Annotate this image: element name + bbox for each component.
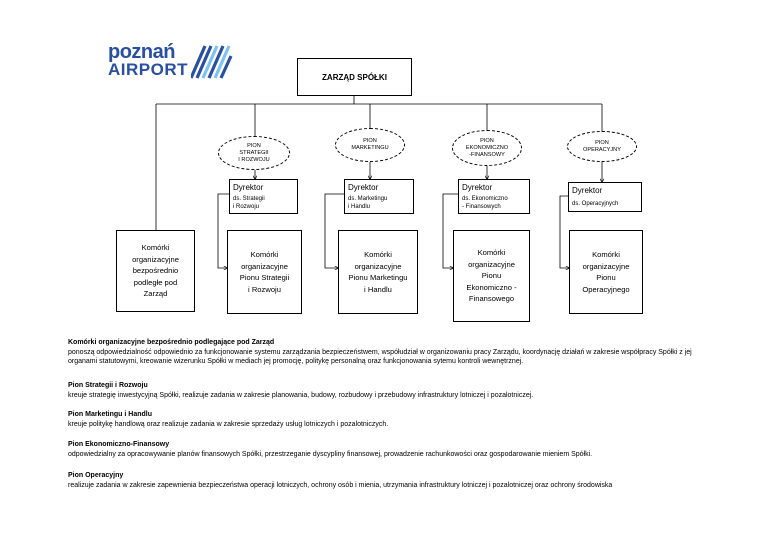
director-subtitle: ds. Marketingu i Handlu	[348, 196, 388, 210]
director-title: Dyrektor	[348, 183, 379, 192]
unit-label: Komórki organizacyjne Pionu Ekonomiczno …	[466, 248, 517, 304]
director-box-strategy: Dyrektor ds. Strategii i Rozwoju	[229, 179, 298, 214]
description-body: kreuje politykę handlową oraz realizuje …	[68, 420, 389, 428]
pillar-ellipse-label: PION STRATEGII I ROZWOJU	[238, 142, 270, 163]
director-title: Dyrektor	[233, 183, 264, 192]
management-board-box: ZARZĄD SPÓŁKI	[297, 58, 412, 96]
logo-stripes-icon	[191, 45, 233, 79]
description-marketing: Pion Marketingu i Handlu kreuje politykę…	[68, 410, 718, 429]
unit-label: Komórki organizacyjne Pionu Strategii i …	[239, 250, 290, 294]
description-heading: Pion Ekonomiczno-Finansowy	[68, 441, 170, 448]
logo-text-line1: poznań	[108, 41, 176, 63]
description-operations: Pion Operacyjny realizuje zadania w zakr…	[68, 471, 718, 490]
logo-text-line2: airport	[108, 60, 188, 79]
pillar-ellipse-label: PION EKONOMICZNO -FINANSOWY	[465, 137, 509, 158]
management-board-label: ZARZĄD SPÓŁKI	[322, 72, 387, 82]
director-title: Dyrektor	[462, 183, 493, 192]
director-box-operations: Dyrektor ds. Operacyjnych	[568, 182, 642, 212]
pillar-ellipse-operations: PION OPERACYJNY	[567, 131, 637, 162]
description-body: realizuje zadania w zakresie zapewnienia…	[68, 481, 613, 489]
description-heading: Komórki organizacyjne bezpośrednio podle…	[68, 339, 275, 346]
unit-label: Komórki organizacyjne Pionu Marketingu i…	[348, 250, 408, 294]
description-heading: Pion Marketingu i Handlu	[68, 411, 153, 418]
board-direct-units-label: Komórki organizacyjne bezpośrednio podle…	[132, 243, 179, 299]
description-body: odpowiedzialny za opracowywanie planów f…	[68, 450, 593, 458]
director-box-finance: Dyrektor ds. Ekonomiczno - Finansowych	[458, 179, 530, 214]
description-board-units: Komórki organizacyjne bezpośrednio podle…	[68, 338, 718, 367]
director-box-marketing: Dyrektor ds. Marketingu i Handlu	[344, 179, 414, 214]
pillar-ellipse-strategy: PION STRATEGII I ROZWOJU	[218, 136, 290, 170]
poznan-airport-logo: poznań airport	[108, 42, 233, 82]
description-heading: Pion Strategii i Rozwoju	[68, 382, 148, 389]
description-heading: Pion Operacyjny	[68, 472, 124, 479]
director-subtitle: ds. Operacyjnych	[572, 201, 619, 207]
unit-box-marketing: Komórki organizacyjne Pionu Marketingu i…	[338, 230, 418, 314]
unit-box-strategy: Komórki organizacyjne Pionu Strategii i …	[227, 230, 302, 314]
board-direct-units-box: Komórki organizacyjne bezpośrednio podle…	[116, 230, 195, 312]
director-title: Dyrektor	[572, 186, 603, 195]
description-body: kreuje strategię inwestycyjną Spółki, re…	[68, 391, 534, 399]
pillar-ellipse-marketing: PION MARKETINGU	[335, 128, 405, 162]
description-body: ponoszą odpowiedzialność odpowiednio za …	[68, 348, 692, 366]
unit-box-finance: Komórki organizacyjne Pionu Ekonomiczno …	[453, 230, 530, 322]
pillar-ellipse-finance: PION EKONOMICZNO -FINANSOWY	[452, 130, 522, 166]
pillar-ellipse-label: PION OPERACYJNY	[583, 139, 621, 153]
pillar-ellipse-label: PION MARKETINGU	[351, 138, 389, 151]
description-finance: Pion Ekonomiczno-Finansowy odpowiedzialn…	[68, 440, 718, 459]
director-subtitle: ds. Ekonomiczno - Finansowych	[462, 196, 508, 210]
director-subtitle: ds. Strategii i Rozwoju	[233, 196, 265, 210]
description-strategy: Pion Strategii i Rozwoju kreuje strategi…	[68, 381, 718, 400]
unit-label: Komórki organizacyjne Pionu Operacyjnego	[582, 250, 630, 294]
unit-box-operations: Komórki organizacyjne Pionu Operacyjnego	[569, 230, 643, 314]
